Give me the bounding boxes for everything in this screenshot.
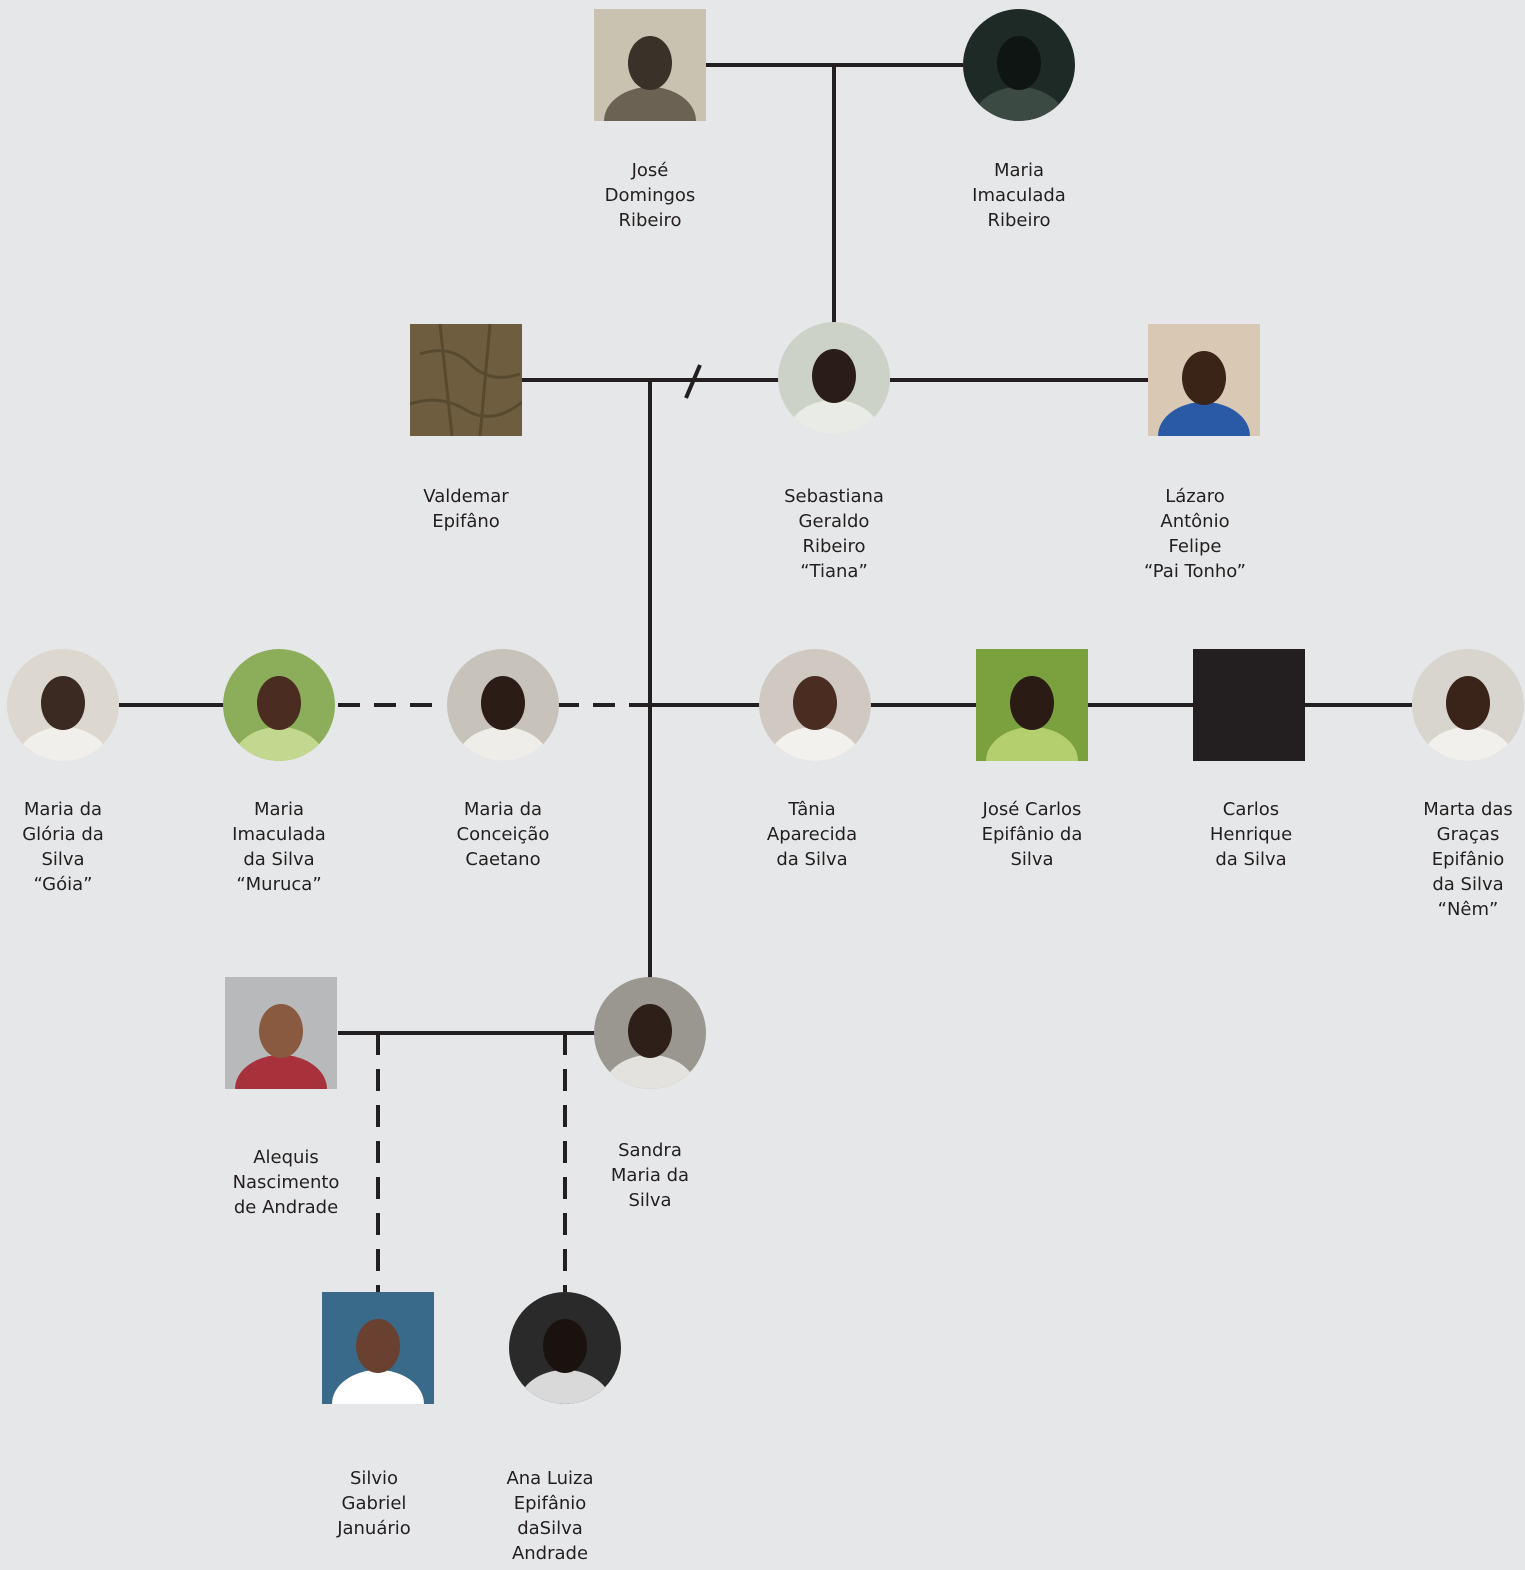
portrait-image xyxy=(7,649,119,761)
portrait-carlos-henrique xyxy=(1193,649,1305,761)
portrait-silvio xyxy=(322,1292,434,1404)
portrait-maria-imaculada-ribeiro xyxy=(963,9,1075,121)
portrait-image xyxy=(594,9,706,121)
name-label-sandra: Sandra Maria da Silva xyxy=(610,1140,690,1211)
portrait-image xyxy=(322,1292,434,1404)
name-label-maria-conceicao: Maria da Conceição Caetano xyxy=(456,799,550,870)
portrait-jose-domingos xyxy=(594,9,706,121)
name-label-maria-gloria: Maria da Glória da Silva “Góia” xyxy=(22,799,104,895)
portrait-maria-imaculada-silva xyxy=(223,649,335,761)
name-label-valdemar: Valdemar Epifâno xyxy=(423,486,509,532)
portrait-image xyxy=(509,1292,621,1404)
portrait-marta xyxy=(1412,649,1524,761)
name-label-carlos-henrique: Carlos Henrique da Silva xyxy=(1209,799,1293,870)
name-label-tania: Tânia Aparecida da Silva xyxy=(766,799,858,870)
portrait-alequis xyxy=(225,977,337,1089)
portrait-image xyxy=(594,977,706,1089)
portrait-maria-gloria xyxy=(7,649,119,761)
portrait-tania xyxy=(759,649,871,761)
portrait-image xyxy=(1193,649,1305,761)
name-label-jose-carlos: José Carlos Epifânio da Silva xyxy=(981,799,1083,870)
portrait-image xyxy=(223,649,335,761)
portrait-ana-luiza xyxy=(509,1292,621,1404)
portrait-image xyxy=(410,324,522,436)
name-label-marta: Marta das Graças Epifânio da Silva “Nêm” xyxy=(1423,799,1513,920)
name-label-maria-imaculada-ribeiro: Maria Imaculada Ribeiro xyxy=(972,160,1066,231)
name-label-silvio: Silvio Gabriel Januário xyxy=(337,1468,411,1539)
portrait-image xyxy=(1148,324,1260,436)
name-label-sebastiana: Sebastiana Geraldo Ribeiro “Tiana” xyxy=(784,486,884,582)
portrait-image xyxy=(976,649,1088,761)
name-label-lazaro: Lázaro Antônio Felipe “Pai Tonho” xyxy=(1143,486,1247,582)
separation-mark xyxy=(684,364,702,399)
portrait-image xyxy=(1412,649,1524,761)
name-label-jose-domingos: José Domingos Ribeiro xyxy=(604,160,696,231)
portrait-image xyxy=(759,649,871,761)
name-label-alequis: Alequis Nascimento de Andrade xyxy=(232,1147,340,1218)
name-label-ana-luiza: Ana Luiza Epifânio daSilva Andrade xyxy=(506,1468,594,1564)
portrait-lazaro xyxy=(1148,324,1260,436)
portrait-sandra xyxy=(594,977,706,1089)
name-label-maria-imaculada-silva: Maria Imaculada da Silva “Muruca” xyxy=(232,799,326,895)
portrait-image xyxy=(447,649,559,761)
portrait-jose-carlos xyxy=(976,649,1088,761)
portrait-image xyxy=(963,9,1075,121)
portrait-image xyxy=(778,322,890,434)
portrait-valdemar xyxy=(410,324,522,436)
portrait-maria-conceicao xyxy=(447,649,559,761)
portrait-sebastiana xyxy=(778,322,890,434)
portrait-image xyxy=(225,977,337,1089)
